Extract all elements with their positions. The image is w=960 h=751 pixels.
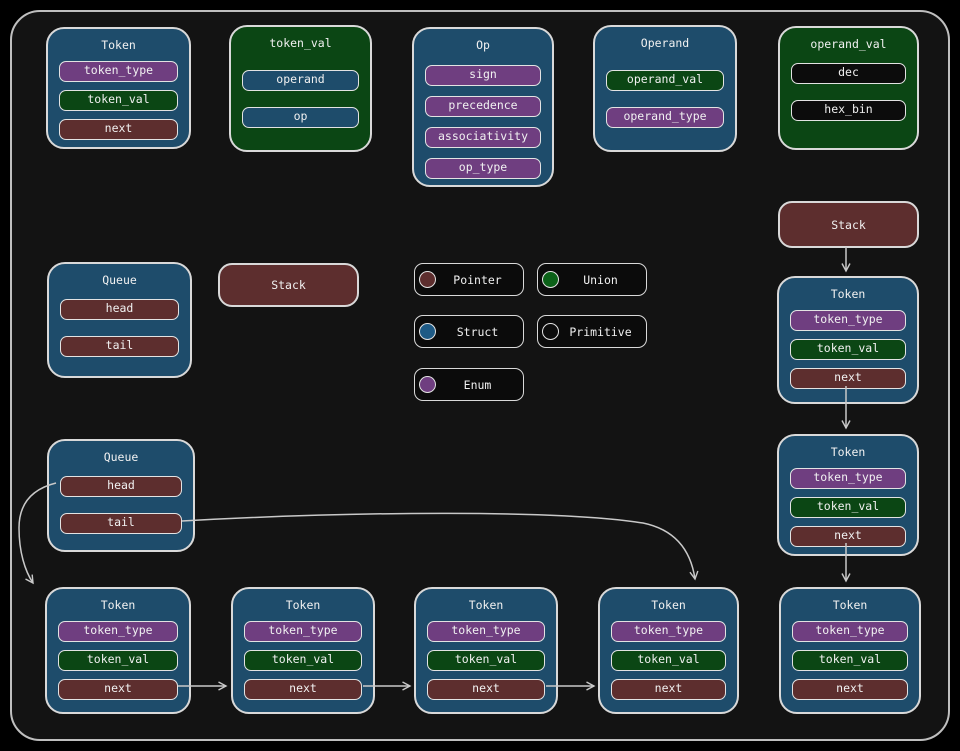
field-tail: tail (60, 336, 179, 357)
field-token_type: token_type (59, 61, 178, 82)
field-token_val: token_val (790, 497, 906, 518)
field-token_type: token_type (790, 468, 906, 489)
field-token_val: token_val (792, 650, 908, 671)
field-associativity: associativity (425, 127, 541, 148)
field-next: next (427, 679, 545, 700)
field-next: next (790, 526, 906, 547)
op-class-node: Op sign precedence associativity op_type (412, 27, 554, 187)
field-token_type: token_type (611, 621, 726, 642)
field-head: head (60, 476, 182, 497)
legend-dot (419, 271, 436, 288)
node-title: Token (830, 445, 866, 459)
field-dec: dec (791, 63, 906, 84)
token-instance-right-2: Token token_type token_val next (777, 434, 919, 556)
node-title: operand_val (810, 37, 887, 51)
field-token_type: token_type (792, 621, 908, 642)
field-next: next (790, 368, 906, 389)
node-title: Token (651, 598, 686, 612)
field-op_type: op_type (425, 158, 541, 179)
stack-node-middle: Stack (218, 263, 359, 307)
legend-item-union: Union (537, 263, 647, 296)
field-op: op (242, 107, 359, 128)
token-instance-bottom-4: Token token_type token_val next (598, 587, 739, 714)
field-token_type: token_type (58, 621, 178, 642)
stack-node-right: Stack (778, 201, 919, 248)
field-token_val: token_val (427, 650, 545, 671)
token-instance-bottom-1: Token token_type token_val next (45, 587, 191, 714)
field-operand_type: operand_type (606, 107, 724, 128)
node-title: Operand (640, 36, 690, 50)
node-title: Token (100, 598, 136, 612)
field-token_val: token_val (611, 650, 726, 671)
node-title: Token (832, 598, 868, 612)
legend-label: Primitive (569, 324, 632, 339)
field-next: next (244, 679, 362, 700)
legend-dot (542, 323, 559, 340)
legend-item-pointer: Pointer (414, 263, 524, 296)
legend-dot (419, 323, 436, 340)
field-hex_bin: hex_bin (791, 100, 906, 121)
operand-class-node: Operand operand_val operand_type (593, 25, 737, 152)
token-val-class-node: token_val operand op (229, 25, 372, 152)
node-title: Token (285, 598, 321, 612)
field-precedence: precedence (425, 96, 541, 117)
token-class-node: Token token_type token_val next (46, 27, 191, 149)
legend-item-struct: Struct (414, 315, 524, 348)
field-token_val: token_val (58, 650, 178, 671)
legend-label: Union (583, 272, 618, 287)
operand-val-class-node: operand_val dec hex_bin (778, 26, 919, 150)
field-operand_val: operand_val (606, 70, 724, 91)
node-title: Queue (103, 450, 139, 464)
token-instance-bottom-2: Token token_type token_val next (231, 587, 375, 714)
legend-dot (419, 376, 436, 393)
node-title: Stack (271, 278, 306, 292)
node-title: token_val (269, 36, 332, 50)
node-title: Op (476, 38, 490, 52)
field-next: next (59, 119, 178, 140)
node-title: Token (101, 38, 136, 52)
node-title: Token (830, 287, 866, 301)
node-title: Queue (102, 273, 137, 287)
legend-label: Enum (463, 377, 492, 392)
field-next: next (792, 679, 908, 700)
legend-label: Pointer (453, 272, 502, 287)
field-head: head (60, 299, 179, 320)
queue-instance-node: Queue head tail (47, 439, 195, 552)
legend-dot (542, 271, 559, 288)
field-token_type: token_type (790, 310, 906, 331)
legend-label: Struct (456, 324, 499, 339)
field-token_val: token_val (790, 339, 906, 360)
legend-item-enum: Enum (414, 368, 524, 401)
legend-item-primitive: Primitive (537, 315, 647, 348)
field-next: next (58, 679, 178, 700)
field-token_type: token_type (244, 621, 362, 642)
field-sign: sign (425, 65, 541, 86)
diagram-panel: Token token_type token_val next token_va… (10, 10, 950, 741)
node-title: Token (468, 598, 504, 612)
field-next: next (611, 679, 726, 700)
token-instance-right-3: Token token_type token_val next (779, 587, 921, 714)
field-tail: tail (60, 513, 182, 534)
field-token_val: token_val (244, 650, 362, 671)
field-token_val: token_val (59, 90, 178, 111)
token-instance-bottom-3: Token token_type token_val next (414, 587, 558, 714)
field-operand: operand (242, 70, 359, 91)
queue-class-node: Queue head tail (47, 262, 192, 378)
node-title: Stack (831, 217, 866, 232)
token-instance-right-1: Token token_type token_val next (777, 276, 919, 404)
field-token_type: token_type (427, 621, 545, 642)
